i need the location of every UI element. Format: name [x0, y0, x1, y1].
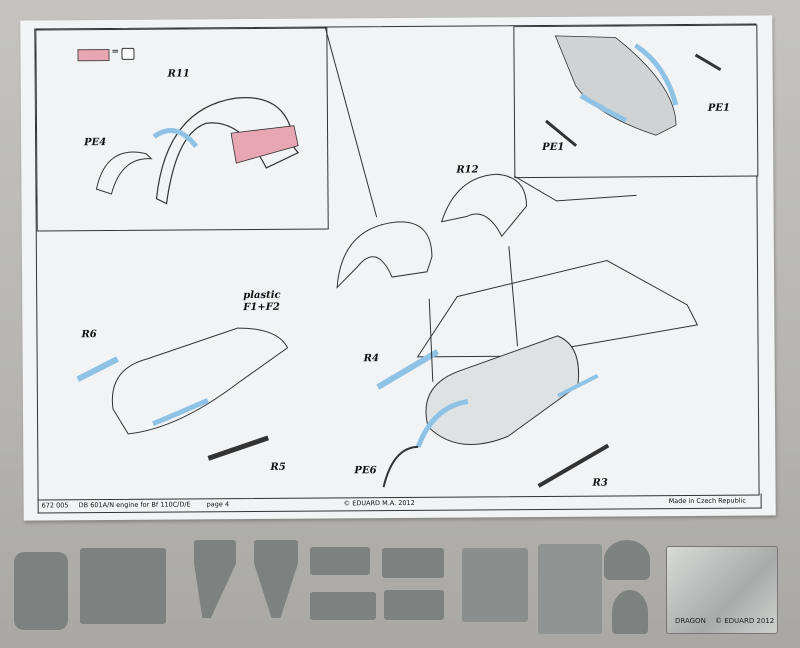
label-pe1-top: PE1 [707, 102, 731, 114]
r3-part [537, 443, 610, 488]
instruction-sheet: = [20, 15, 776, 521]
engine-detail-drawing [554, 35, 677, 136]
resin-cowling-panel-2 [538, 544, 602, 634]
r11-cowling-outline [155, 97, 300, 205]
resin-exhaust-1 [310, 547, 370, 575]
footer-title: DB 601A/N engine for Bf 110C/D/E [78, 500, 191, 510]
label-r5: R5 [270, 461, 286, 473]
label-f1f2: F1+F2 [243, 301, 280, 314]
pe4-part [95, 151, 153, 195]
pe1-highlight-top [634, 43, 679, 106]
r5-highlight [152, 398, 209, 427]
label-pe4: PE4 [84, 137, 107, 149]
footer-copyright: © EDUARD M.A. 2012 [343, 498, 415, 508]
label-r12: R12 [456, 164, 479, 176]
label-pe6: PE6 [354, 465, 377, 477]
sheet-frame: = [34, 23, 760, 501]
assembly-drawings [76, 27, 722, 488]
r12-upper-cowl [440, 173, 528, 238]
r12-lower-cowl [336, 221, 433, 289]
pe1-part-top [694, 53, 722, 72]
resin-small-part-2 [612, 590, 648, 634]
footer-code: 672 005 [41, 501, 69, 510]
resin-exhaust-4 [384, 590, 444, 620]
main-engine-nacelle [425, 335, 580, 445]
resin-exhaust-2 [310, 592, 376, 620]
label-r4: R4 [363, 353, 379, 365]
pe-bottom-text: © EDUARD 2012 [715, 617, 775, 625]
label-r11: R11 [167, 68, 190, 80]
resin-engine-block [80, 548, 166, 624]
r6-highlight [76, 356, 119, 382]
photo-etch-fret: DRAGON © EDUARD 2012 [666, 546, 778, 634]
pe6-highlight [415, 399, 469, 448]
footer-page: page 4 [206, 500, 230, 509]
plastic-engine-outline [111, 327, 289, 435]
resin-part-block [14, 552, 68, 630]
pe1-part-left [545, 119, 578, 147]
resin-cowling-panel-1 [462, 548, 528, 622]
label-r6: R6 [81, 329, 97, 341]
r11-mask-area [230, 125, 299, 164]
label-r3: R3 [592, 477, 608, 489]
resin-small-part-1 [604, 540, 650, 580]
footer-origin: Made in Czech Republic [668, 496, 746, 506]
resin-exhaust-3 [382, 548, 444, 578]
r3-highlight [556, 373, 599, 398]
r5-part [207, 435, 269, 461]
label-plastic: plastic [243, 289, 281, 302]
pe-side-text: DRAGON [675, 617, 706, 625]
pe1-highlight-left [579, 93, 628, 123]
r4-highlight [376, 349, 440, 390]
pe6-part [382, 445, 419, 488]
label-pe1-left: PE1 [542, 141, 565, 153]
pe4-highlight [152, 128, 199, 148]
